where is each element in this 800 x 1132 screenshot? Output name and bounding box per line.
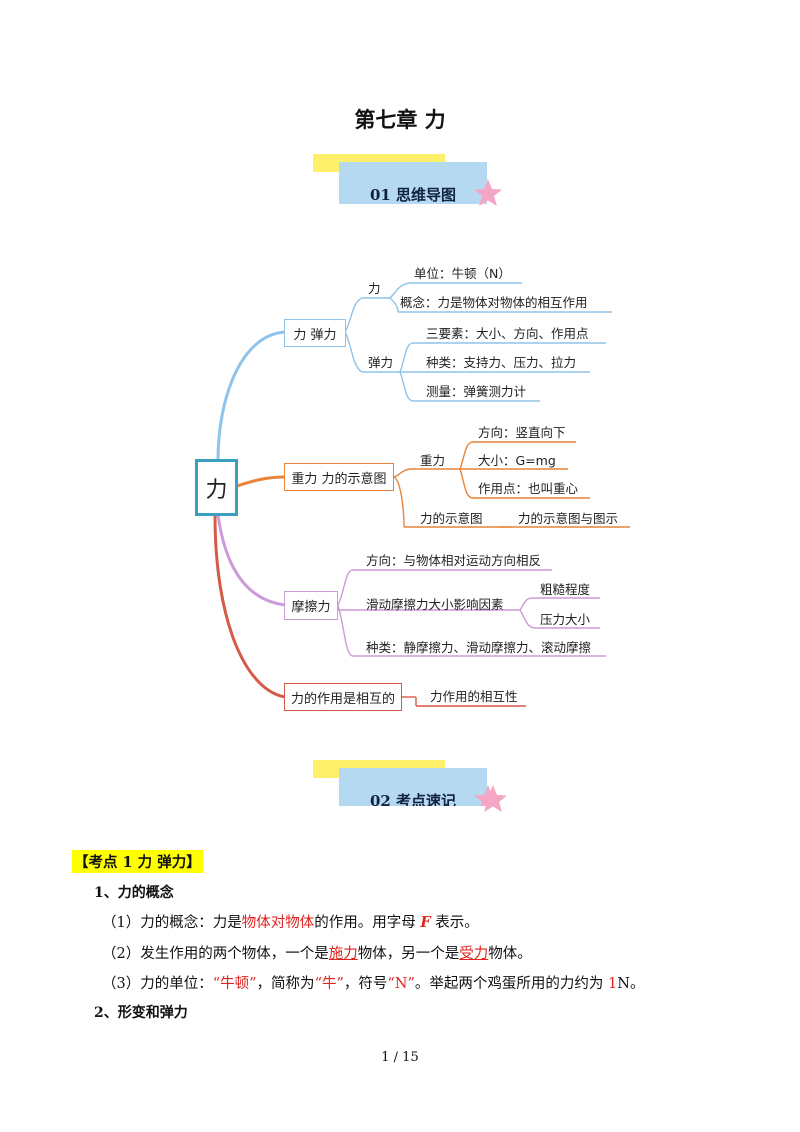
kaodian-1-heading: 【考点 1 力 弹力】 (72, 850, 203, 873)
highlight-text: “牛” (314, 976, 344, 992)
node-zhongli-dir: 方向：竖直向下 (478, 425, 566, 440)
node-shiyitu-sub: 力的示意图与图示 (518, 511, 619, 526)
node-moca-rough: 粗糙程度 (540, 582, 591, 597)
text: N。 (617, 976, 645, 992)
node-li-unit: 单位：牛顿（N） (414, 266, 511, 281)
paragraph-force-unit: （3）力的单位：“牛顿”，简称为“牛”，符号“N”。举起两个鸡蛋所用的力约为 1… (102, 972, 644, 993)
text: （1）力的概念：力是 (102, 915, 242, 931)
banner-blue-block (339, 768, 487, 806)
section-banner-kaodian: 02 考点速记 (313, 760, 513, 806)
mindmap-branch-friction: 摩擦力 (284, 591, 338, 620)
node-moca-pressure: 压力大小 (540, 612, 591, 627)
node-moca-dir: 方向：与物体相对运动方向相反 (366, 553, 542, 568)
star-icon (474, 179, 502, 206)
banner-title: 02 考点速记 (369, 792, 457, 806)
banner-blue-block (339, 162, 487, 204)
node-li: 力 (368, 281, 381, 296)
banner-title: 01 思维导图 (369, 186, 457, 204)
node-zhongli-size: 大小：G=mg (478, 453, 556, 468)
node-zhongli-point: 作用点：也叫重心 (478, 481, 579, 496)
node-xianghu: 力作用的相互性 (430, 689, 518, 704)
mindmap-branch-gravity: 重力 力的示意图 (284, 463, 394, 491)
paragraph-force-concept: （1）力的概念：力是物体对物体的作用。用字母 F 表示。 (102, 911, 479, 932)
star-icon (479, 785, 507, 812)
mindmap-center-node: 力 (195, 459, 238, 516)
node-moca-factors: 滑动摩擦力大小影响因素 (366, 597, 504, 612)
mindmap-branch-force-elastic: 力 弹力 (284, 319, 346, 347)
heading-force-concept: 1、力的概念 (94, 885, 174, 901)
section-banner-mindmap: 01 思维导图 (313, 154, 513, 206)
text: 的作用。用字母 (314, 915, 421, 931)
node-li-concept: 概念：力是物体对物体的相互作用 (400, 295, 588, 310)
text: 表示。 (430, 915, 479, 931)
text: 。举起两个鸡蛋所用的力约为 (414, 976, 609, 992)
node-tanli-types: 种类：支持力、压力、拉力 (426, 355, 577, 370)
paragraph-two-objects: （2）发生作用的两个物体，一个是施力物体，另一个是受力物体。 (102, 942, 532, 963)
highlight-text: 施力 (328, 946, 358, 962)
text: （3）力的单位： (102, 976, 213, 992)
mindmap-branch-mutual: 力的作用是相互的 (284, 683, 402, 711)
text: ，符号 (343, 976, 388, 992)
text: ，简称为 (256, 976, 315, 992)
highlight-text: 1 (608, 976, 618, 992)
text: 物体，另一个是 (357, 946, 460, 962)
highlight-text: “N” (387, 976, 415, 992)
symbol-f: F (420, 914, 431, 931)
highlight-text: “牛顿” (212, 976, 257, 992)
heading-deformation: 2、形变和弹力 (94, 1005, 188, 1021)
highlight-text: 受力 (459, 946, 489, 962)
text: （2）发生作用的两个物体，一个是 (102, 946, 329, 962)
document-title: 第七章 力 (354, 107, 446, 132)
node-tanli: 弹力 (368, 355, 394, 370)
page-number: 1 / 15 (381, 1050, 419, 1065)
node-zhongli: 重力 (420, 453, 446, 468)
node-tanli-three: 三要素：大小、方向、作用点 (426, 326, 589, 341)
node-shiyitu: 力的示意图 (420, 511, 483, 526)
highlight-text: 物体对物体 (241, 915, 315, 931)
node-moca-types: 种类：静摩擦力、滑动摩擦力、滚动摩擦 (366, 640, 592, 655)
node-tanli-measure: 测量：弹簧测力计 (426, 384, 527, 399)
text: 物体。 (488, 946, 532, 962)
